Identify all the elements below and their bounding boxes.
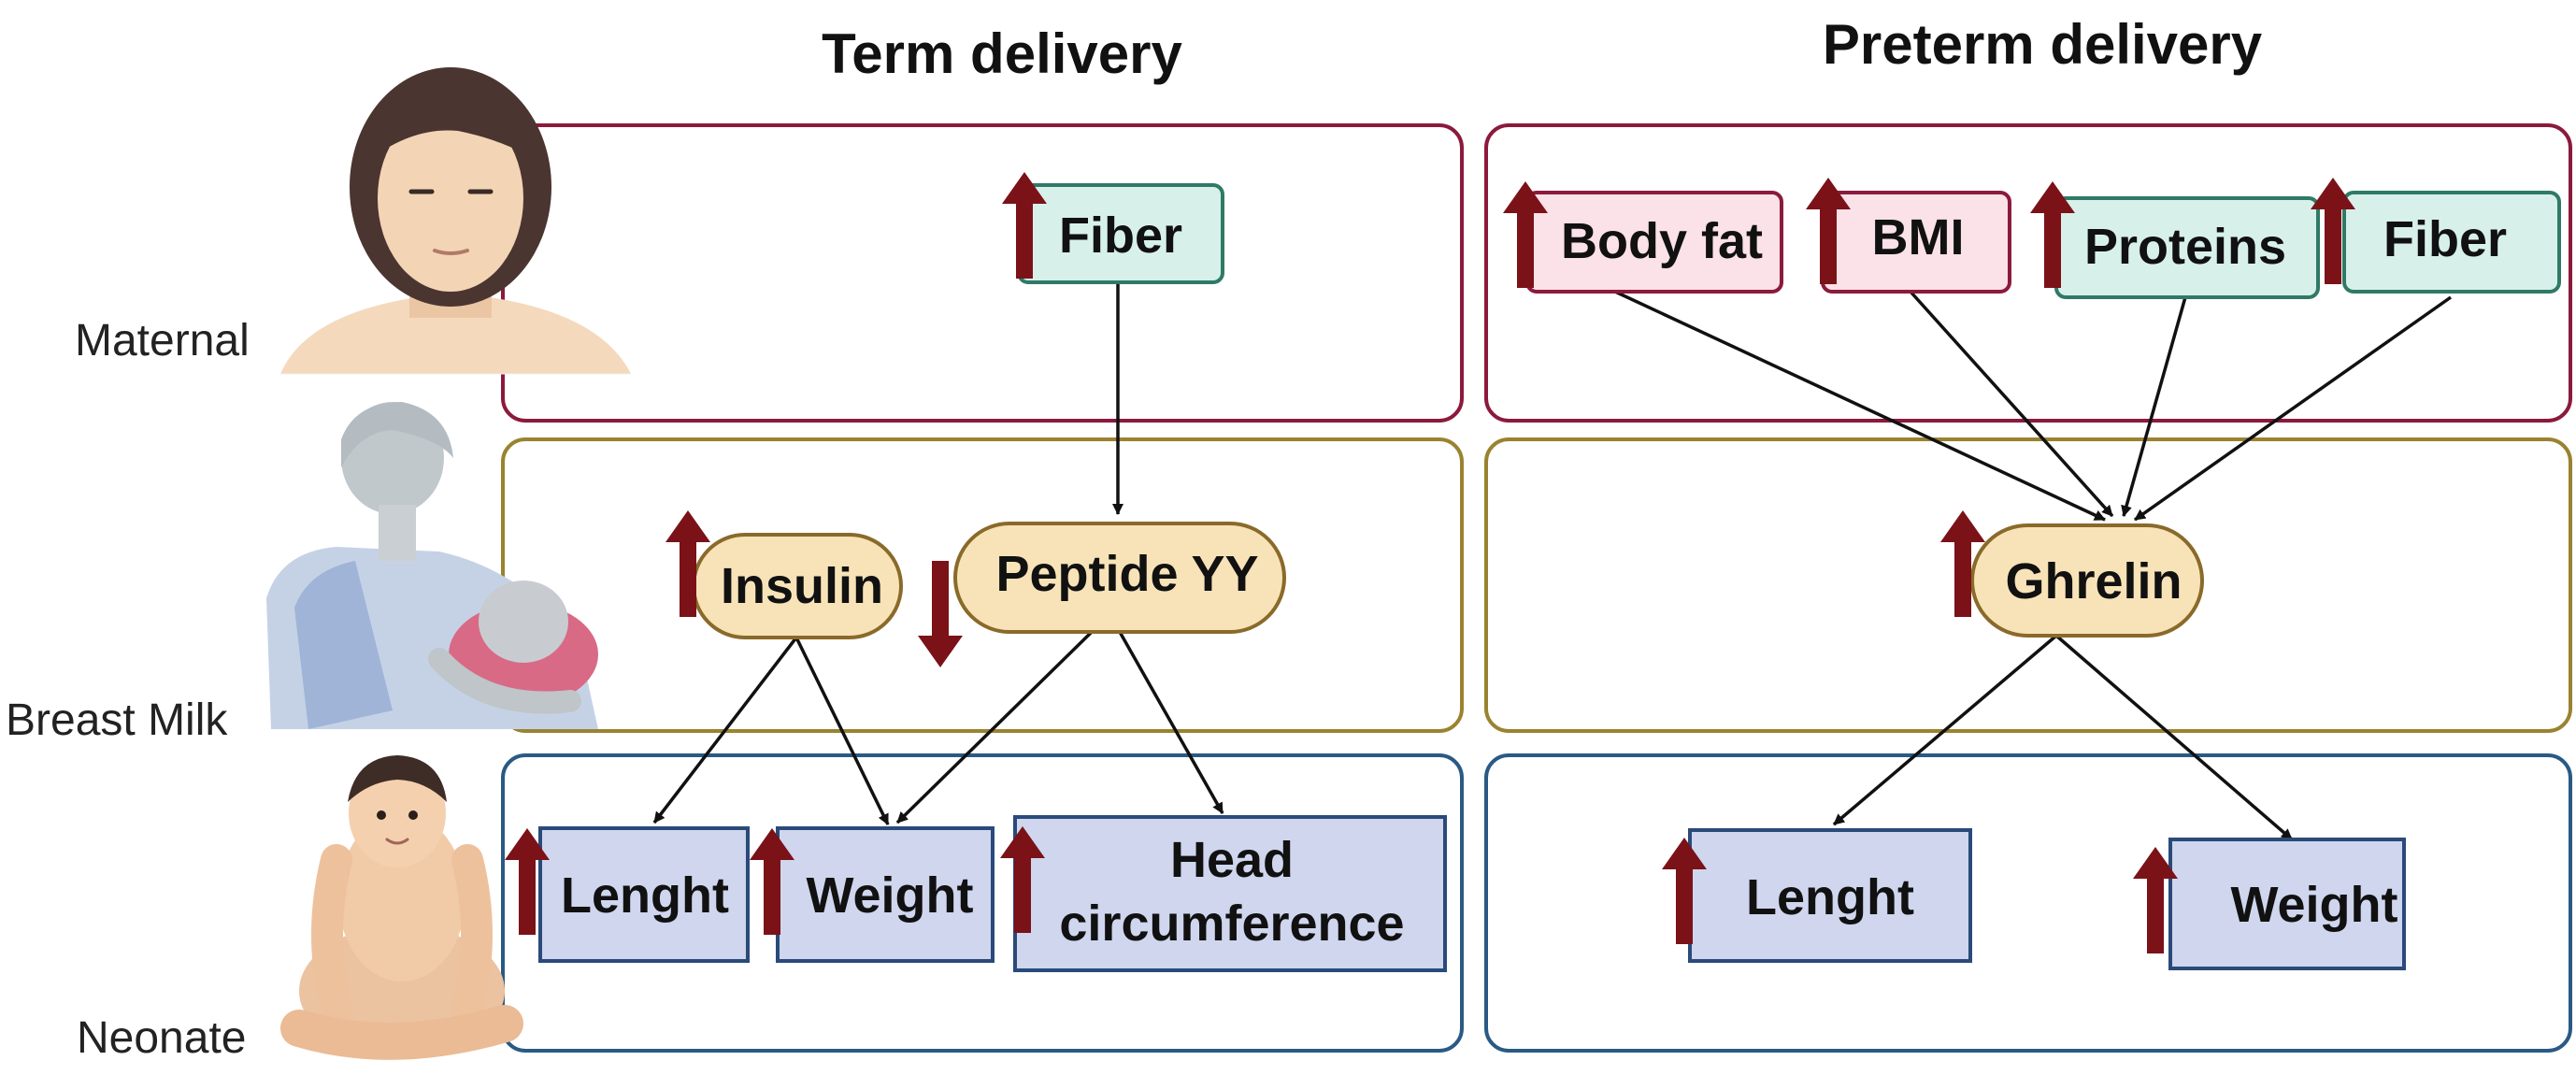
node-label: Weight [807, 867, 974, 924]
row-label-maternal: Maternal [75, 316, 250, 366]
node-label: Weight [2231, 877, 2398, 933]
term-connectors [652, 282, 1224, 825]
node-preterm-length: Lenght [1662, 828, 1972, 963]
arrow-insulin-to-length [652, 636, 798, 824]
row-label-neonate: Neonate [77, 1013, 246, 1063]
node-label: BMI [1872, 209, 1965, 265]
woman-portrait-icon [280, 67, 631, 375]
preterm-neonate-panel [1484, 753, 2572, 1053]
arrow-insulin-to-weight [794, 637, 890, 825]
node-label: Lenght [561, 867, 729, 924]
arrow-peptide-yy-to-weight [895, 630, 1094, 824]
arrow-body-fat-to-ghrelin [1614, 290, 2106, 522]
arrow-proteins-to-ghrelin [2121, 296, 2187, 517]
node-peptide-yy: Peptide YY [918, 522, 1286, 667]
node-preterm-weight: Weight [2133, 838, 2406, 970]
arrow-fiber-to-ghrelin [2133, 295, 2453, 522]
node-preterm-fiber: Fiber [2311, 178, 2561, 294]
node-label: Ghrelin [2005, 553, 2182, 609]
node-label-line-1: Head [1170, 832, 1294, 888]
node-label: Peptide YY [995, 546, 1258, 602]
node-label: Body fat [1561, 213, 1763, 269]
node-term-fiber: Fiber [1002, 172, 1224, 284]
node-label: Insulin [721, 558, 883, 614]
term-delivery-title: Term delivery [822, 22, 1182, 85]
preterm-connectors [1614, 290, 2453, 841]
arrow-peptide-yy-to-head-circumference [1118, 631, 1224, 814]
row-label-breast-milk: Breast Milk [6, 695, 228, 745]
node-label-line-2: circumference [1059, 896, 1404, 952]
term-neonate-panel [501, 753, 1464, 1053]
node-label: Lenght [1746, 869, 1914, 925]
node-insulin: Insulin [665, 510, 903, 639]
node-ghrelin: Ghrelin [1940, 510, 2204, 638]
node-term-length: Lenght [505, 826, 750, 963]
node-proteins: Proteins [2030, 181, 2320, 299]
arrow-ghrelin-to-weight [2054, 634, 2294, 841]
term-maternal-panel [501, 123, 1464, 423]
preterm-milk-panel [1484, 437, 2572, 733]
node-head-circumference: Head circumference [1000, 815, 1447, 972]
node-term-weight: Weight [750, 826, 995, 963]
node-label: Proteins [2084, 219, 2286, 275]
node-label: Fiber [2383, 211, 2507, 267]
node-body-fat: Body fat [1503, 181, 1783, 294]
arrow-bmi-to-ghrelin [1909, 290, 2114, 518]
node-bmi: BMI [1806, 178, 2011, 294]
breastfeeding-mother-icon [266, 402, 598, 729]
sitting-baby-icon [280, 755, 523, 1060]
node-label: Fiber [1059, 208, 1182, 264]
arrow-ghrelin-to-length [1832, 634, 2058, 826]
preterm-delivery-title: Preterm delivery [1823, 13, 2263, 76]
